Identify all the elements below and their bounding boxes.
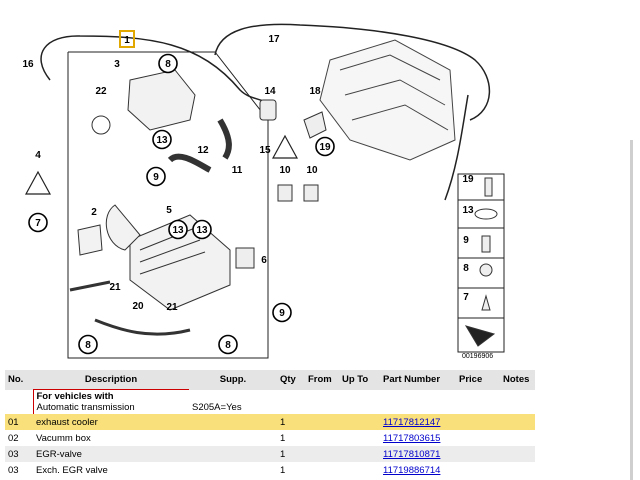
callout-8[interactable]: 8 bbox=[85, 340, 91, 351]
egr-cooler bbox=[69, 69, 232, 336]
col-from[interactable]: From bbox=[305, 370, 339, 390]
callout-20[interactable]: 20 bbox=[132, 301, 144, 312]
callout-circle bbox=[28, 212, 48, 233]
row-description: exhaust cooler bbox=[33, 414, 189, 430]
callout-11[interactable]: 11 bbox=[232, 165, 243, 176]
row-qty: 1 bbox=[280, 432, 286, 444]
table-row[interactable]: 03 Exch. EGR valve 1 11719886714 bbox=[5, 462, 535, 478]
note-supp: S205A=Yes bbox=[192, 402, 242, 413]
callout-17[interactable]: 17 bbox=[268, 34, 280, 45]
callout-circle bbox=[315, 136, 335, 157]
row-no: 03 bbox=[8, 464, 19, 476]
callout-13[interactable]: 13 bbox=[156, 135, 168, 146]
part-number-link[interactable]: 11717810871 bbox=[383, 448, 441, 460]
row-supp bbox=[189, 446, 277, 462]
table-row[interactable]: 01 exhaust cooler 1 11717812147 bbox=[5, 414, 535, 430]
row-part-number: 11717812147 bbox=[380, 414, 456, 430]
callout-21[interactable]: 21 bbox=[109, 282, 121, 293]
diagram-image-id: 00196906 bbox=[462, 353, 493, 360]
row-supp bbox=[189, 462, 277, 478]
row-no: 03 bbox=[5, 446, 33, 462]
row-qty: 1 bbox=[277, 446, 305, 462]
row-no: 01 bbox=[5, 414, 33, 430]
callout-4[interactable]: 4 bbox=[35, 150, 41, 161]
callout-9[interactable]: 9 bbox=[153, 172, 159, 183]
callout-22[interactable]: 22 bbox=[95, 86, 107, 97]
row-part-number: 11719886714 bbox=[380, 462, 456, 478]
callout-12[interactable]: 12 bbox=[197, 145, 209, 156]
row-supp bbox=[189, 414, 277, 430]
col-price[interactable]: Price bbox=[456, 370, 500, 390]
note-description: For vehicles with Automatic transmission bbox=[32, 389, 189, 414]
callout-21[interactable]: 21 bbox=[166, 302, 178, 313]
col-part-number[interactable]: Part Number bbox=[380, 370, 456, 390]
callout-8[interactable]: 8 bbox=[225, 340, 231, 351]
hose-lines bbox=[40, 23, 491, 201]
callout-19[interactable]: 19 bbox=[462, 174, 474, 185]
callout-13[interactable]: 13 bbox=[462, 205, 474, 216]
note-line: Automatic transmission bbox=[36, 402, 135, 413]
callout-circle bbox=[192, 219, 212, 240]
table-row[interactable]: 03 EGR-valve 1 11717810871 bbox=[5, 446, 535, 462]
callout-circle bbox=[218, 334, 238, 355]
callout-13[interactable]: 13 bbox=[196, 225, 208, 236]
callout-3[interactable]: 3 bbox=[114, 59, 120, 70]
callout-15[interactable]: 15 bbox=[259, 145, 271, 156]
callout-18[interactable]: 18 bbox=[309, 86, 321, 97]
warning-triangle-icons bbox=[24, 134, 299, 195]
parts-diagram: 1 16 3 8 22 14 18 17 4 13 12 11 15 19 9 5 2 7 13 13 10 10 6 21 2… bbox=[22, 23, 505, 360]
parts-table: No. Description Supp. Qty From Up To Par… bbox=[5, 370, 535, 478]
callout-circle bbox=[152, 129, 172, 150]
callout-circle bbox=[272, 302, 292, 323]
row-qty: 1 bbox=[277, 414, 305, 430]
callout-9[interactable]: 9 bbox=[279, 308, 285, 319]
row-part-number: 11717810871 bbox=[380, 446, 456, 462]
note-title: For vehicles with bbox=[36, 391, 114, 402]
callout-circle bbox=[168, 219, 188, 240]
callout-10[interactable]: 10 bbox=[306, 165, 318, 176]
part-number-link[interactable]: 11719886714 bbox=[383, 464, 441, 476]
callout-13[interactable]: 13 bbox=[172, 225, 184, 236]
small-parts bbox=[235, 99, 498, 347]
row-part-number: 11717803615 bbox=[380, 430, 456, 446]
callout-1[interactable]: 1 bbox=[124, 35, 130, 46]
callout-2[interactable]: 2 bbox=[91, 207, 97, 218]
row-supp bbox=[189, 430, 277, 446]
part-number-link[interactable]: 11717812147 bbox=[383, 416, 441, 428]
selected-callout-highlight bbox=[119, 30, 135, 48]
col-qty[interactable]: Qty bbox=[277, 370, 305, 390]
callout-14[interactable]: 14 bbox=[264, 86, 276, 97]
callout-6[interactable]: 6 bbox=[261, 255, 267, 266]
table-row[interactable]: 02 Vacumm box 1 11717803615 bbox=[5, 430, 535, 446]
callout-8[interactable]: 8 bbox=[165, 59, 171, 70]
col-up-to[interactable]: Up To bbox=[339, 370, 380, 390]
col-no[interactable]: No. bbox=[5, 370, 33, 390]
col-notes[interactable]: Notes bbox=[500, 370, 535, 390]
callout-8[interactable]: 8 bbox=[463, 263, 469, 274]
engine-block bbox=[319, 39, 456, 161]
callout-circle bbox=[78, 334, 98, 355]
callout-19[interactable]: 19 bbox=[319, 142, 331, 153]
scrollbar[interactable] bbox=[630, 140, 633, 480]
row-no: 02 bbox=[8, 432, 19, 444]
row-qty: 1 bbox=[280, 464, 286, 476]
row-description: Vacumm box bbox=[36, 432, 91, 444]
callout-7[interactable]: 7 bbox=[463, 292, 469, 303]
note-row: For vehicles with Automatic transmission… bbox=[5, 389, 535, 414]
callout-16[interactable]: 16 bbox=[22, 59, 34, 70]
col-description[interactable]: Description bbox=[33, 370, 189, 390]
callout-5[interactable]: 5 bbox=[166, 205, 172, 216]
row-description: Exch. EGR valve bbox=[36, 464, 108, 476]
col-supp[interactable]: Supp. bbox=[189, 370, 277, 390]
callout-7[interactable]: 7 bbox=[35, 218, 41, 229]
callout-9[interactable]: 9 bbox=[463, 235, 469, 246]
callout-10[interactable]: 10 bbox=[279, 165, 291, 176]
callout-circle bbox=[146, 166, 166, 187]
callout-circle bbox=[158, 53, 178, 74]
table-header-row: No. Description Supp. Qty From Up To Par… bbox=[5, 370, 535, 390]
callout-labels[interactable]: 1 16 3 8 22 14 18 17 4 13 12 11 15 19 9 5 2 7 13 13 10 10 6 21 2… bbox=[22, 30, 474, 355]
row-description: EGR-valve bbox=[33, 446, 189, 462]
part-number-link[interactable]: 11717803615 bbox=[383, 432, 441, 444]
